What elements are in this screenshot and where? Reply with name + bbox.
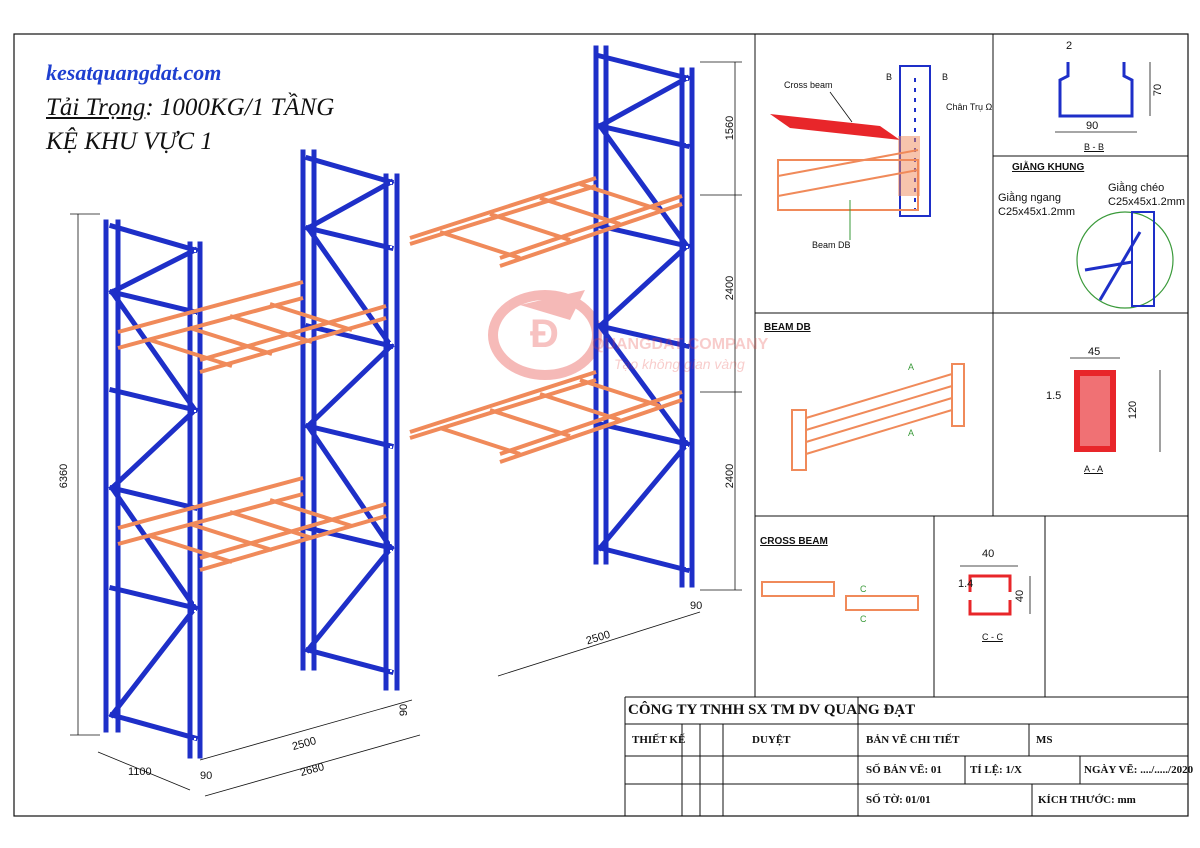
cc-mark-bottom: C	[860, 614, 867, 624]
bb-width-dim: 90	[1086, 120, 1099, 132]
cc-width-dim: 40	[982, 548, 995, 560]
bracing-horizontal: Giằng ngang	[998, 192, 1061, 204]
cc-caption: C - C	[982, 632, 1003, 642]
bracing-diagonal-spec: C25x45x1.2mm	[1108, 196, 1186, 208]
bracing-title: GIẰNG KHUNG	[1012, 162, 1085, 173]
title-thiet-ke: THIẾT KẾ	[632, 734, 686, 746]
label-beam-db: Beam DB	[812, 240, 851, 250]
section-cc-shape	[960, 565, 1031, 616]
load-value: : 1000KG/1 TẦNG	[145, 94, 335, 121]
cross-beam-title: CROSS BEAM	[760, 536, 828, 547]
title-kich-thuoc: KÍCH THƯỚC: mm	[1038, 794, 1136, 806]
section-bb-shape	[1058, 62, 1134, 118]
bb-caption: B - B	[1084, 142, 1105, 152]
cc-thickness-dim: 1.4	[958, 578, 974, 590]
cc-mark-top: C	[860, 584, 867, 594]
dim-depth: 1100	[128, 766, 152, 778]
dim-second-upright: 90	[690, 600, 703, 612]
beam-level-left-lower	[117, 476, 387, 572]
bracing-detail	[1076, 211, 1174, 309]
dim-upright-width: 90	[200, 770, 213, 782]
aa-caption: A - A	[1084, 464, 1104, 474]
load-capacity: Tải Trọng: 1000KG/1 TẦNG	[46, 94, 334, 122]
title-duyet: DUYỆT	[752, 734, 791, 746]
bb-top-dim: 2	[1066, 40, 1073, 52]
title-ngay-ve: NGÀY VẼ: ..../...../2020	[1084, 764, 1194, 776]
title-company: CÔNG TY TNHH SX TM DV QUANG ĐẠT	[628, 702, 916, 718]
dim-total-height: 6360	[58, 463, 71, 489]
detail-connection	[770, 65, 931, 240]
beam-db-title: BEAM DB	[764, 322, 811, 333]
title-ti-le: TỈ LỆ: 1/X	[970, 764, 1022, 776]
beam-level-right-lower	[409, 370, 683, 464]
beam-level-right-upper	[409, 176, 683, 268]
detail-grid	[754, 34, 1188, 697]
cross-beam-shape	[761, 581, 919, 611]
dimension-lines	[70, 61, 742, 797]
rack-frame-1	[103, 219, 203, 759]
sheet-border	[13, 33, 1189, 817]
title-block-grid	[624, 696, 1188, 816]
label-chan-tru: Chân Trụ Ω	[946, 102, 993, 112]
website-title[interactable]: kesatquangdat.com	[46, 60, 222, 85]
aa-thickness-dim: 1.5	[1046, 390, 1062, 402]
rack-frame-3	[593, 45, 695, 588]
section-mark-b-left: B	[886, 72, 893, 82]
beam-db-shape	[791, 363, 965, 471]
aa-height-dim: 120	[1127, 400, 1140, 420]
beam-level-left-upper	[117, 280, 387, 374]
rack-frame-2	[300, 149, 400, 691]
section-aa-shape	[1070, 357, 1161, 452]
label-cross-beam: Cross beam	[784, 80, 833, 90]
section-mark-b-right: B	[942, 72, 949, 82]
area-title: KỆ KHU VỰC 1	[46, 128, 213, 155]
aa-width-dim: 45	[1088, 346, 1101, 358]
dim-level-2: 2400	[724, 275, 737, 301]
load-label: Tải Trọng	[46, 94, 146, 121]
upright-holes	[194, 78, 688, 750]
title-so-to: SỐ TỜ: 01/01	[866, 794, 931, 806]
watermark-letter: Đ	[530, 312, 559, 356]
dim-level-1: 2400	[724, 463, 737, 489]
dim-level-3: 1560	[724, 115, 737, 141]
title-ms: MS	[1036, 734, 1053, 746]
bracing-horizontal-spec: C25x45x1.2mm	[998, 206, 1076, 218]
aa-mark-top: A	[908, 362, 915, 372]
section-bb-dims	[1055, 62, 1151, 133]
aa-mark-bottom: A	[908, 428, 915, 438]
bracing-diagonal: Giằng chéo	[1108, 182, 1165, 194]
title-drawing-type: BẢN VẼ CHI TIẾT	[866, 734, 960, 746]
bb-height-dim: 70	[1152, 83, 1165, 97]
title-so-ban-ve: SỐ BẢN VẼ: 01	[866, 764, 942, 776]
cc-height-dim: 40	[1014, 589, 1027, 603]
watermark-company: QUANGDAT COMPANY	[592, 336, 769, 353]
dim-mid-upright: 90	[398, 703, 411, 717]
watermark-slogan: Tạo không gian vàng	[614, 356, 745, 372]
